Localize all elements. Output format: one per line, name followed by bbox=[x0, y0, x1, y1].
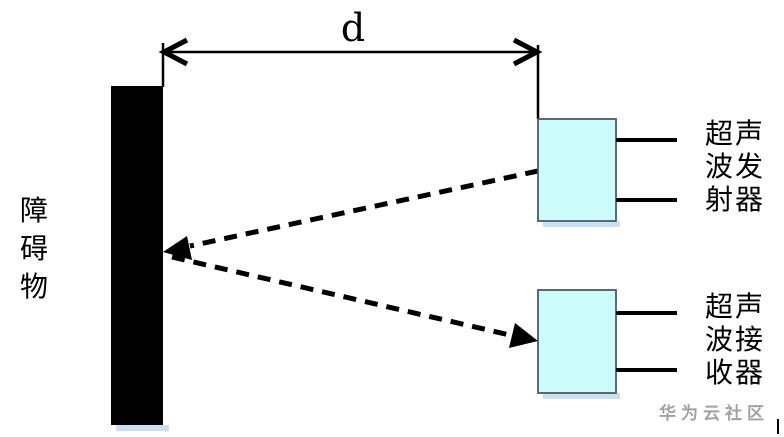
dimension-arrow-right-icon bbox=[512, 37, 543, 67]
distance-label: d bbox=[340, 6, 366, 50]
outgoing-wave-path bbox=[189, 168, 539, 249]
reflected-wave-path bbox=[171, 254, 515, 339]
obstacle-bar bbox=[111, 86, 163, 425]
dimension-arrow-left-icon bbox=[158, 37, 189, 67]
wave-arrowhead-right-icon bbox=[509, 323, 538, 348]
receiver-box bbox=[537, 289, 617, 394]
receiver-shadow bbox=[543, 393, 620, 399]
obstacle-shadow bbox=[116, 425, 169, 431]
receiver-label: 超声波接收器 bbox=[705, 290, 766, 389]
text-cursor bbox=[777, 419, 779, 434]
transmitter-label: 超声波发射器 bbox=[705, 117, 766, 216]
transmitter-box bbox=[537, 118, 617, 222]
transmitter-shadow bbox=[543, 221, 620, 227]
obstacle-label: 障碍物 bbox=[19, 194, 48, 303]
wave-arrowhead-left-icon bbox=[163, 236, 192, 260]
watermark: 华为云社区 bbox=[659, 404, 769, 423]
